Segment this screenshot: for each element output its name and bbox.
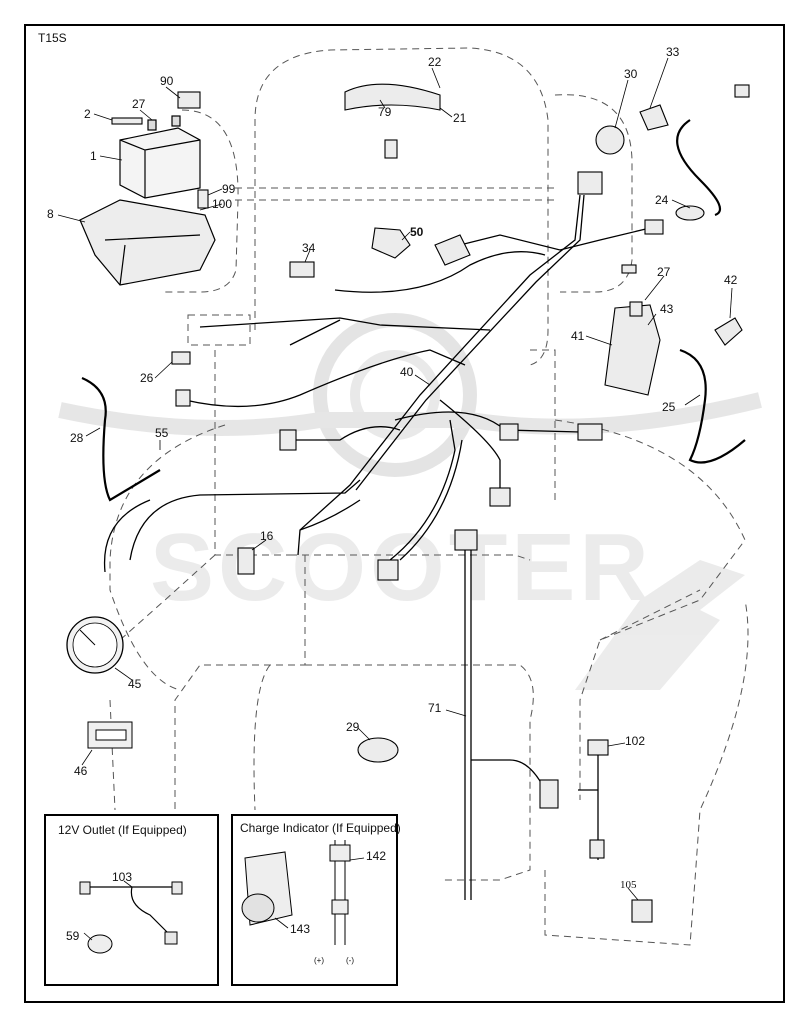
part-label-143: 143 xyxy=(290,922,310,936)
part-label-71: 71 xyxy=(428,701,442,715)
part-label-50: 50 xyxy=(410,225,424,239)
inset-charge-title: Charge Indicator (If Equipped) xyxy=(240,821,401,835)
part-label-142: 142 xyxy=(366,849,386,863)
part-label-59: 59 xyxy=(66,929,80,943)
part-label-2: 2 xyxy=(84,107,91,121)
part-label-55: 55 xyxy=(155,426,169,440)
part-label-45: 45 xyxy=(128,677,142,691)
part-label-21: 21 xyxy=(453,111,467,125)
parts-shapes xyxy=(111,83,750,923)
charge-minus-label: (-) xyxy=(346,956,354,965)
part-label-1: 1 xyxy=(90,149,97,163)
battery-tray xyxy=(79,199,216,286)
part-label-16: 16 xyxy=(260,529,274,543)
diagram-frame xyxy=(24,24,785,1003)
tractor-outline xyxy=(109,47,749,946)
watermark-text: SCOOTER xyxy=(150,514,653,621)
part-label-79: 79 xyxy=(378,105,392,119)
part-label-28: 28 xyxy=(70,431,84,445)
diagram-code: T15S xyxy=(38,31,67,45)
part-label-100: 100 xyxy=(212,197,232,211)
part-label-46: 46 xyxy=(74,764,88,778)
part-label-99: 99 xyxy=(222,182,236,196)
rect-hour-meter xyxy=(87,721,133,749)
main-harness xyxy=(103,194,651,573)
part-label-30: 30 xyxy=(624,67,638,81)
part-label-33: 33 xyxy=(666,45,680,59)
part-label-8: 8 xyxy=(47,207,54,221)
part-label-90: 90 xyxy=(160,74,174,88)
part-label-34: 34 xyxy=(302,241,316,255)
scooter-watermark: SCOOTER xyxy=(58,313,762,690)
part-label-41: 41 xyxy=(571,329,585,343)
part-label-25: 25 xyxy=(662,400,676,414)
battery-cables xyxy=(81,119,746,502)
inset-12v-outlet: 12V Outlet (If Equipped) xyxy=(44,814,219,986)
part-label-27-lower: 27 xyxy=(657,265,671,279)
part-labels: 90 2 27 1 8 99 100 22 79 21 30 33 24 50 … xyxy=(47,45,738,943)
battery xyxy=(119,115,201,199)
part-label-102: 102 xyxy=(625,734,645,748)
charge-plus-label: (+) xyxy=(314,956,324,965)
hour-meter-gauge xyxy=(66,616,124,674)
part-label-105: 105 xyxy=(620,879,637,891)
inset-charge-indicator: Charge Indicator (If Equipped) (+) (-) xyxy=(231,814,401,986)
inset-12v-title: 12V Outlet (If Equipped) xyxy=(58,823,187,837)
part-label-103: 103 xyxy=(112,870,132,884)
part-label-29: 29 xyxy=(346,720,360,734)
part-label-26: 26 xyxy=(140,371,154,385)
part-label-42: 42 xyxy=(724,273,738,287)
part-label-24: 24 xyxy=(655,193,669,207)
part-label-22: 22 xyxy=(428,55,442,69)
part-label-40: 40 xyxy=(400,365,414,379)
part-label-43: 43 xyxy=(660,302,674,316)
part-label-27-upper: 27 xyxy=(132,97,146,111)
leader-lines xyxy=(57,57,733,941)
